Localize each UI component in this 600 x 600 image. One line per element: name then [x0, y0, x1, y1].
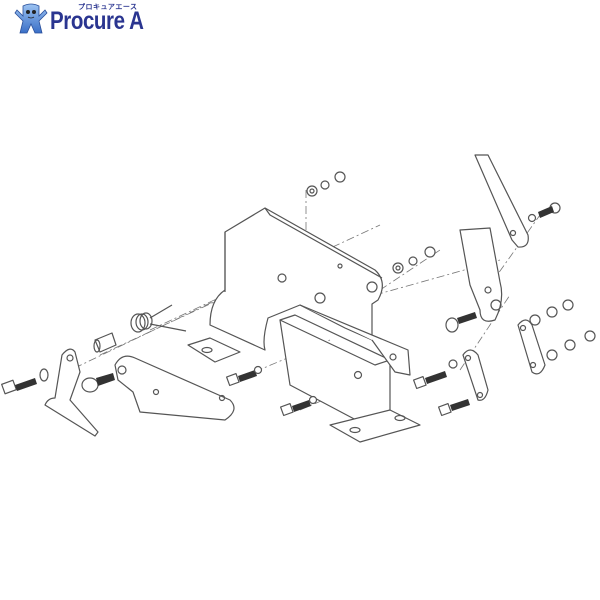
procure-a-logo: プロキュアエース Procure A [14, 2, 164, 34]
spacer [93, 332, 117, 353]
logo-kana: プロキュアエース [78, 3, 138, 11]
bolts [1, 202, 561, 417]
blade-plate [114, 355, 235, 421]
link-plates [462, 319, 546, 401]
spring [130, 304, 187, 333]
foot-bracket [44, 348, 99, 437]
lever-arm [459, 154, 529, 322]
main-frame [187, 207, 421, 443]
nuts-washers [306, 171, 596, 361]
blue-mascot-icon [14, 3, 48, 34]
logo-brand-text: Procure A [50, 6, 144, 35]
